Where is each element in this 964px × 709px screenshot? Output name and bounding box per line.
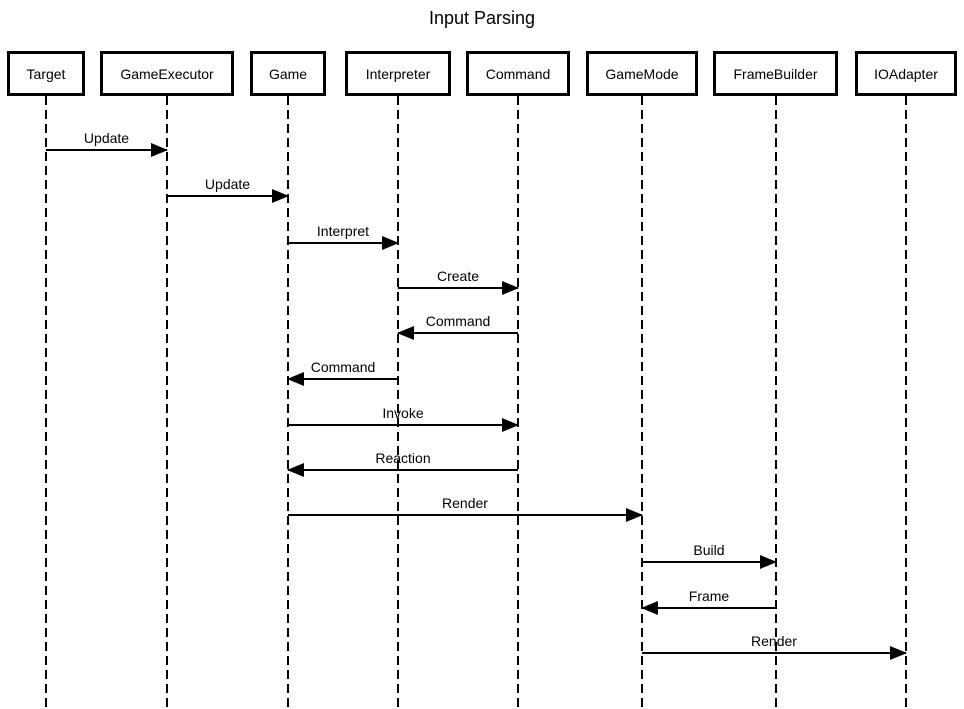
- lifeline-gamemode: [641, 96, 643, 709]
- participant-box-command: Command: [466, 51, 570, 96]
- arrowhead-right-icon: [382, 236, 399, 250]
- message-label: Frame: [688, 588, 730, 604]
- participant-box-gamemode: GameMode: [586, 51, 698, 96]
- participant-box-interpreter: Interpreter: [345, 51, 451, 96]
- message-create-interpreter-to-command: Create: [398, 263, 519, 295]
- participant-label: Interpreter: [365, 65, 431, 82]
- message-label: Command: [425, 313, 491, 329]
- participant-label: Command: [485, 65, 551, 82]
- message-update-target-to-gameexecutor: Update: [46, 125, 168, 157]
- message-line: [642, 561, 776, 563]
- message-render-game-to-gamemode: Render: [288, 490, 643, 522]
- message-line: [288, 378, 398, 380]
- participant-box-ioadapter: IOAdapter: [855, 51, 957, 96]
- arrowhead-right-icon: [151, 143, 168, 157]
- arrowhead-right-icon: [272, 189, 289, 203]
- lifeline-framebuilder: [775, 96, 777, 709]
- arrowhead-left-icon: [287, 463, 304, 477]
- arrowhead-right-icon: [760, 555, 777, 569]
- message-render-gamemode-to-ioadapter: Render: [642, 628, 907, 660]
- participant-box-game: Game: [250, 51, 326, 96]
- lifeline-command: [517, 96, 519, 709]
- message-line: [642, 607, 776, 609]
- message-label: Render: [751, 633, 797, 649]
- participant-label: Target: [26, 65, 66, 82]
- message-label: Invoke: [382, 405, 424, 421]
- lifeline-interpreter: [397, 96, 399, 709]
- message-command-interpreter-to-game: Command: [287, 354, 398, 386]
- arrowhead-right-icon: [502, 418, 519, 432]
- participant-label: Game: [268, 65, 308, 82]
- arrowhead-right-icon: [890, 646, 907, 660]
- arrowhead-left-icon: [397, 326, 414, 340]
- message-invoke-game-to-command: Invoke: [288, 400, 519, 432]
- message-line: [288, 469, 518, 471]
- message-interpret-game-to-interpreter: Interpret: [288, 218, 399, 250]
- message-build-gamemode-to-framebuilder: Build: [642, 537, 777, 569]
- message-label: Create: [436, 268, 480, 284]
- message-line: [288, 424, 518, 426]
- message-label: Update: [83, 130, 130, 146]
- message-label: Reaction: [375, 450, 431, 466]
- message-label: Render: [442, 495, 488, 511]
- participant-label: GameMode: [605, 65, 679, 82]
- message-reaction-command-to-game: Reaction: [287, 445, 518, 477]
- message-command-command-to-interpreter: Command: [397, 308, 518, 340]
- lifeline-gameexecutor: [166, 96, 168, 709]
- participant-label: IOAdapter: [874, 65, 938, 82]
- message-line: [398, 332, 518, 334]
- message-label: Update: [204, 176, 251, 192]
- participant-box-framebuilder: FrameBuilder: [713, 51, 838, 96]
- lifeline-game: [287, 96, 289, 709]
- message-frame-framebuilder-to-gamemode: Frame: [641, 583, 776, 615]
- lifeline-target: [45, 96, 47, 709]
- arrowhead-left-icon: [641, 601, 658, 615]
- message-line: [398, 287, 518, 289]
- participant-box-gameexecutor: GameExecutor: [100, 51, 234, 96]
- participant-box-target: Target: [7, 51, 85, 96]
- message-line: [288, 514, 642, 516]
- message-update-gameexecutor-to-game: Update: [167, 171, 289, 203]
- arrowhead-right-icon: [502, 281, 519, 295]
- message-line: [46, 149, 167, 151]
- message-line: [167, 195, 288, 197]
- message-line: [288, 242, 398, 244]
- participant-label: FrameBuilder: [733, 65, 818, 82]
- arrowhead-right-icon: [626, 508, 643, 522]
- diagram-title: Input Parsing: [428, 8, 536, 28]
- participant-label: GameExecutor: [120, 65, 214, 82]
- arrowhead-left-icon: [287, 372, 304, 386]
- message-label: Command: [310, 359, 376, 375]
- message-line: [642, 652, 906, 654]
- lifeline-ioadapter: [905, 96, 907, 709]
- message-label: Build: [693, 542, 725, 558]
- message-label: Interpret: [316, 223, 370, 239]
